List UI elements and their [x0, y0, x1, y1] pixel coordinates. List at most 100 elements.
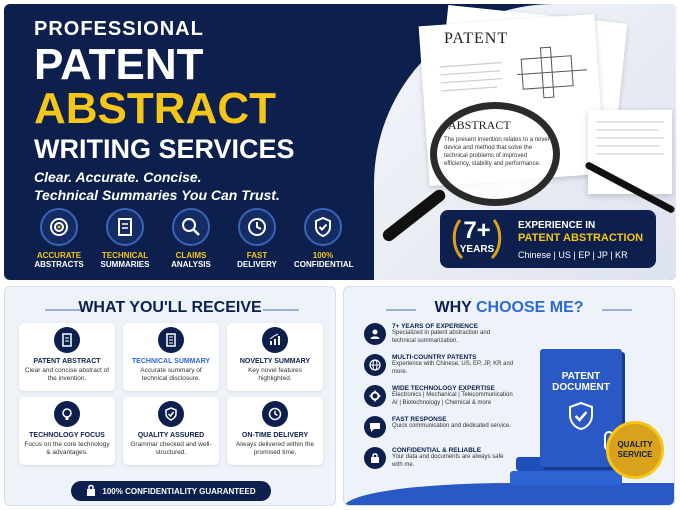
reason-desc: Your data and documents are always safe … — [392, 454, 504, 468]
laurel-icon — [452, 219, 502, 260]
card-quality-assured: QUALITY ASSURED Grammar checked and well… — [123, 397, 219, 465]
reason-title: 7+ YEARS OF EXPERIENCE — [392, 323, 479, 330]
card-desc: Focus on the core technology & advantage… — [24, 441, 110, 456]
confidentiality-text: 100% CONFIDENTIALITY GUARANTEED — [102, 486, 256, 496]
reason-title: WIDE TECHNOLOGY EXPERTISE — [392, 385, 495, 392]
magnifier-icon — [172, 208, 210, 246]
panel-title-part-1: WHY — [434, 299, 472, 316]
reason-desc: Electronics | Mechanical | Telecommunica… — [392, 392, 513, 406]
card-technical-summary: TECHNICAL SUMMARY Accurate summary of te… — [123, 323, 219, 391]
book-bottom — [510, 471, 622, 485]
feature-label-top: 100% — [312, 251, 334, 260]
feature-icons: ACCURATE ABSTRACTS TECHNICAL SUMMARIES C… — [30, 208, 354, 269]
reason-title: FAST RESPONSE — [392, 416, 447, 423]
hero-title: PROFESSIONAL PATENT ABSTRACT WRITING SER… — [34, 18, 295, 165]
side-paper — [588, 110, 672, 194]
card-title: ON-TIME DELIVERY — [241, 432, 309, 439]
panel-title: WHAT YOU'LL RECEIVE — [78, 299, 262, 316]
feature-label-bottom: ABSTRACTS — [34, 260, 84, 269]
bottom-wave — [344, 483, 674, 505]
reason-desc: Quick communication and dedicated servic… — [392, 423, 512, 429]
feature-label-top: ACCURATE — [36, 251, 82, 260]
title-divider-left — [45, 309, 81, 311]
quality-service-seal: QUALITY SERVICE — [606, 421, 664, 479]
feature-label-top: CLAIMS — [175, 251, 207, 260]
card-on-time-delivery: ON-TIME DELIVERY Always delivered within… — [227, 397, 323, 465]
reason-title: CONFIDENTIAL & RELIABLE — [392, 447, 482, 454]
card-desc: Key novel features highlighted. — [248, 367, 302, 382]
feature-label-bottom: ANALYSIS — [171, 260, 211, 269]
reason-desc: Experience with Chinese, US, EP, JP, KR … — [392, 361, 514, 375]
binder-label-line-1: PATENT — [561, 371, 601, 382]
document-icon — [54, 327, 80, 353]
reason-item: FAST RESPONSE Quick communication and de… — [364, 416, 514, 446]
reason-item: CONFIDENTIAL & RELIABLE Your data and do… — [364, 447, 514, 477]
gear-icon — [364, 385, 386, 407]
patent-drawing — [439, 46, 588, 99]
chat-icon — [364, 416, 386, 438]
card-title: NOVELTY SUMMARY — [239, 358, 311, 365]
shield-check-icon — [158, 401, 184, 427]
experience-line-2: PATENT ABSTRACTION — [518, 232, 644, 244]
globe-icon — [364, 354, 386, 376]
years-badge: 7+ YEARS — [448, 212, 506, 266]
tagline-line-2: Technical Summaries You Can Trust. — [34, 187, 280, 203]
document-icon — [106, 208, 144, 246]
reason-desc: Specialized in patent abstraction and te… — [392, 330, 491, 344]
lens-abstract-title: ABSTRACT — [448, 118, 511, 132]
card-desc: Clear and concise abstract of the invent… — [24, 367, 110, 382]
binder-label: PATENT DOCUMENT — [540, 371, 622, 393]
feature-confidential: 100% CONFIDENTIAL — [294, 208, 354, 269]
growth-chart-icon — [262, 327, 288, 353]
reason-item: WIDE TECHNOLOGY EXPERTISE Electronics | … — [364, 385, 514, 415]
lock-icon — [364, 447, 386, 469]
feature-label-bottom: CONFIDENTIAL — [294, 260, 354, 269]
feature-label-bottom: DELIVERY — [237, 260, 277, 269]
clock-icon — [262, 401, 288, 427]
seal-line-1: QUALITY — [617, 440, 653, 449]
title-divider-right — [263, 309, 299, 311]
what-you-receive-panel: WHAT YOU'LL RECEIVE PATENT ABSTRACT Clea… — [4, 286, 336, 506]
reason-item: MULTI-COUNTRY PATENTS Experience with Ch… — [364, 354, 514, 384]
hero-title-line-2: PATENT — [34, 40, 204, 89]
feature-claims-analysis: CLAIMS ANALYSIS — [162, 208, 220, 269]
tagline-line-1: Clear. Accurate. Concise. — [34, 169, 202, 185]
shield-check-icon — [304, 208, 342, 246]
target-icon — [40, 208, 78, 246]
deliverables-grid: PATENT ABSTRACT Clear and concise abstra… — [19, 323, 323, 465]
person-icon — [364, 323, 386, 345]
title-divider-left — [386, 309, 416, 311]
card-title: PATENT ABSTRACT — [33, 358, 101, 365]
experience-line-1: EXPERIENCE IN — [518, 220, 596, 231]
seal-line-2: SERVICE — [617, 450, 653, 459]
card-desc: Grammar checked and well-structured. — [130, 441, 212, 456]
feature-fast-delivery: FAST DELIVERY — [228, 208, 286, 269]
card-title: QUALITY ASSURED — [137, 432, 205, 439]
confidentiality-banner: 100% CONFIDENTIALITY GUARANTEED — [71, 481, 271, 501]
feature-label-bottom: SUMMARIES — [100, 260, 150, 269]
experience-box: EXPERIENCE IN PATENT ABSTRACTION Chinese… — [440, 210, 656, 268]
binder-label-line-2: DOCUMENT — [552, 382, 610, 393]
list-document-icon — [158, 327, 184, 353]
card-title: TECHNICAL SUMMARY — [131, 358, 211, 365]
reason-title: MULTI-COUNTRY PATENTS — [392, 354, 477, 361]
clock-icon — [238, 208, 276, 246]
lightbulb-icon — [54, 401, 80, 427]
lens-abstract-text: The present invention relates to a novel… — [444, 137, 550, 167]
years-number: 7+ — [463, 217, 491, 244]
patent-paper-title: PATENT — [444, 30, 509, 47]
patent-paper-front — [418, 14, 606, 186]
feature-technical-summaries: TECHNICAL SUMMARIES — [96, 208, 154, 269]
magnifying-glass — [430, 102, 560, 206]
panel-title-part-2: CHOOSE ME? — [475, 299, 584, 316]
card-desc: Accurate summary of technical disclosure… — [140, 367, 202, 382]
card-patent-abstract: PATENT ABSTRACT Clear and concise abstra… — [19, 323, 115, 391]
reason-item: 7+ YEARS OF EXPERIENCE Specialized in pa… — [364, 323, 514, 353]
hero-title-line-4: WRITING SERVICES — [34, 134, 295, 164]
feature-label-top: FAST — [246, 251, 268, 260]
hero-title-line-1: PROFESSIONAL — [34, 18, 204, 40]
feature-label-top: TECHNICAL — [101, 251, 149, 260]
panel-title: WHY CHOOSE ME? — [344, 299, 674, 317]
card-desc: Always delivered within the promised tim… — [235, 441, 315, 456]
shield-check-icon — [569, 401, 593, 431]
